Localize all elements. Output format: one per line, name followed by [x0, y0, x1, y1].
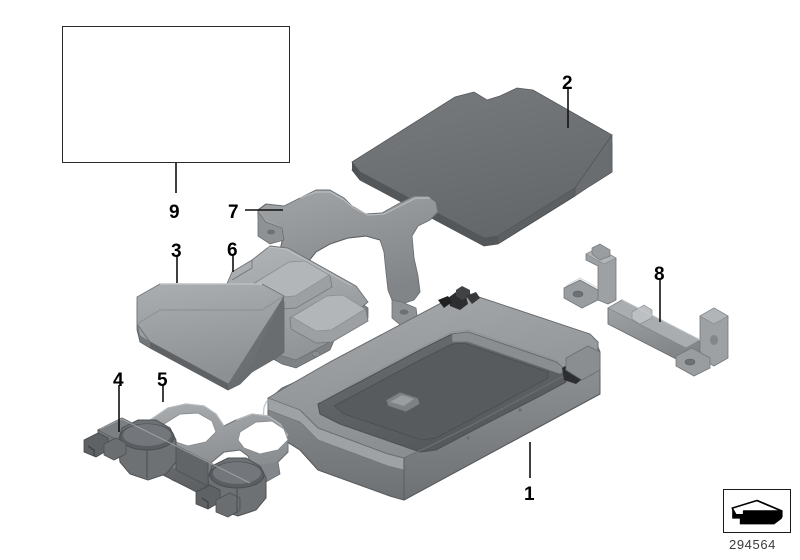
callout-7-frame-bracket: 7: [228, 202, 239, 223]
callout-4-cupholder-lower-frame: 4: [113, 370, 124, 391]
small-parts-kit-box: [62, 26, 290, 163]
callout-8-mounting-bracket: 8: [654, 264, 665, 285]
part-1-rear-seat-base-frame: [262, 286, 601, 501]
callout-9-small-parts-kit: 9: [169, 202, 180, 223]
callout-1-seat-base-frame: 1: [524, 484, 535, 505]
latch-hardware-left: [438, 286, 480, 310]
direction-arrow-box: [723, 489, 791, 533]
callout-2-seat-cushion-pad: 2: [562, 73, 573, 94]
part-4-cupholder-lower-frame: [83, 417, 267, 518]
direction-arrow-icon: [731, 499, 783, 525]
callout-5-cupholder-insert: 5: [157, 370, 168, 391]
callout-3-front-trim-panel: 3: [171, 241, 182, 262]
part-3-front-trim-panel: [136, 283, 285, 391]
callout-6-padding-tray: 6: [227, 240, 238, 261]
diagram-id-label: 294564: [729, 537, 776, 552]
part-8-mounting-bracket: [563, 243, 729, 377]
